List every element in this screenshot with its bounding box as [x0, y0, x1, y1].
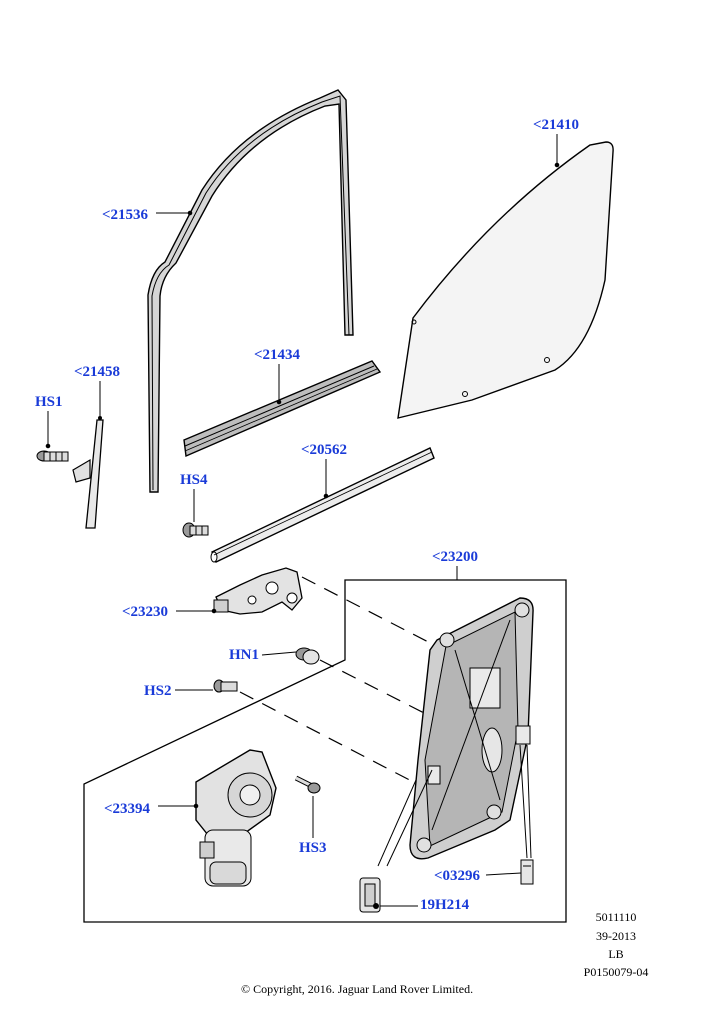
hs3-screw-part[interactable]: [294, 775, 321, 794]
regulator-motor-part[interactable]: [195, 749, 277, 887]
clip-03296-part[interactable]: [520, 859, 534, 885]
callout-21410[interactable]: <21410: [533, 117, 580, 133]
hs2-bolt-part[interactable]: [213, 679, 238, 693]
callout-20562[interactable]: <20562: [301, 442, 348, 458]
diagram-code: 5011110: [595, 910, 637, 924]
callout-23394[interactable]: <23394: [104, 801, 151, 817]
callout-21434[interactable]: <21434: [254, 347, 301, 363]
window-regulator-part[interactable]: [409, 597, 534, 860]
callout-19h214[interactable]: 19H214: [420, 897, 470, 913]
glass-run-channel-part[interactable]: [147, 89, 354, 493]
callout-21458[interactable]: <21458: [74, 364, 121, 380]
callout-hs4[interactable]: HS4: [180, 472, 208, 488]
copyright-notice: © Copyright, 2016. Jaguar Land Rover Lim…: [241, 982, 474, 996]
callout-23200[interactable]: <23200: [432, 549, 479, 565]
glass-guide-rail-part[interactable]: [72, 416, 104, 529]
inner-belt-weatherstrip-part[interactable]: [183, 360, 382, 458]
hs1-bolt-part[interactable]: [36, 450, 69, 462]
diagram-date: 39-2013: [596, 929, 636, 943]
callout-21536[interactable]: <21536: [102, 207, 149, 223]
dashed-leader-lines: [239, 576, 441, 789]
outer-belt-moulding-part[interactable]: [210, 447, 435, 563]
hs4-bolt-part[interactable]: [182, 522, 209, 538]
callout-leaders: [45, 134, 560, 907]
hn1-nut-part[interactable]: [295, 647, 320, 665]
callout-hn1[interactable]: HN1: [229, 647, 259, 663]
glass-bracket-19h214-part[interactable]: [359, 877, 381, 913]
regulator-bracket-part[interactable]: [213, 567, 303, 615]
diagram-reference: P0150079-04: [583, 965, 649, 979]
callout-hs3[interactable]: HS3: [299, 840, 327, 856]
diagram-side: LB: [608, 947, 624, 961]
callout-hs2[interactable]: HS2: [144, 683, 172, 699]
regulator-assembly-frame: [83, 579, 567, 923]
door-glass-part[interactable]: [397, 141, 614, 419]
callout-hs1[interactable]: HS1: [35, 394, 63, 410]
callout-23230[interactable]: <23230: [122, 604, 169, 620]
callout-03296[interactable]: <03296: [434, 868, 481, 884]
